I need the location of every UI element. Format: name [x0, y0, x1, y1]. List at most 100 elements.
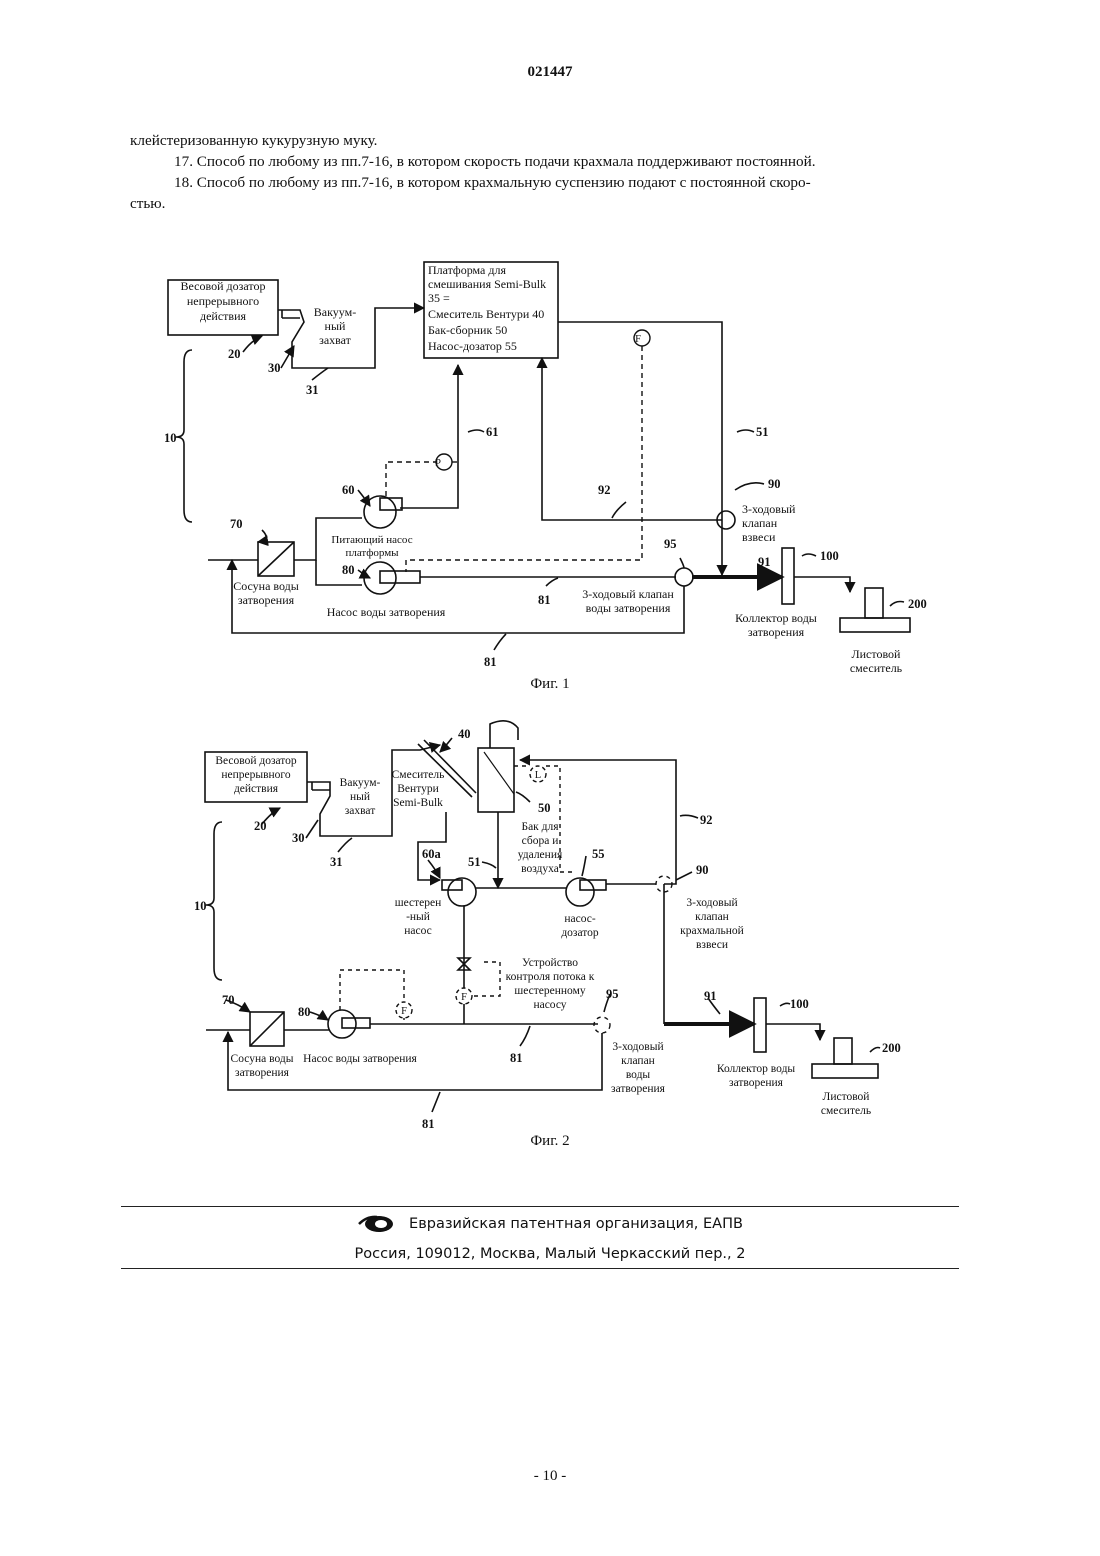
fig2-ref-91: 91: [704, 989, 717, 1003]
fig1-platform-label-4: Смеситель Вентури 40: [428, 307, 544, 321]
document-number: 021447: [0, 64, 1100, 81]
fig1-vessel-label-1: Сосуна воды: [233, 579, 299, 593]
fig2-flowctl-label-3: шестеренному: [514, 985, 585, 997]
fig1-vacuum-label-2: ный: [325, 319, 346, 333]
fig2-dosing-pump-label-2: дозатор: [561, 927, 599, 939]
fig2-venturi-label-2: Вентури: [397, 783, 438, 795]
fig2-valve90-label-2: клапан: [695, 911, 729, 923]
fig1-mixer-label-2: смеситель: [850, 661, 903, 675]
fig1-vacuum-label-3: захват: [319, 333, 352, 347]
fig2-tank-label-4: воздуха: [521, 863, 559, 875]
fig1-ref-90: 90: [768, 477, 781, 491]
fig2-mixer-200: [812, 1064, 878, 1078]
fig1-collector-label-2: затворения: [748, 625, 805, 639]
fig1-ref-70: 70: [230, 517, 243, 531]
fig1-platform-label-5: Бак-сборник 50: [428, 323, 507, 337]
fig2-ref-81-top: 81: [510, 1051, 523, 1065]
fig2-ref-40: 40: [458, 727, 471, 741]
fig1-mixer-200: [840, 618, 910, 632]
fig2-flowctl-label-2: контроля потока к: [506, 971, 595, 983]
fig2-venturi-label-3: Semi-Bulk: [393, 797, 443, 809]
fig2-ref-95: 95: [606, 987, 619, 1001]
fig1-vacuum-label-1: Вакуум-: [314, 305, 356, 319]
fig1-ref-51: 51: [756, 425, 769, 439]
fig1-ref-100: 100: [820, 549, 839, 563]
fig2-water-pump-label: Насос воды затворения: [303, 1053, 417, 1065]
claim-continuation: клейстеризованную кукурузную муку.: [130, 130, 960, 151]
fig2-valve90-label-4: взвеси: [696, 939, 728, 951]
fig2-vessel-label-1: Сосуна воды: [231, 1053, 294, 1065]
fig2-gear-label-2: -ный: [406, 911, 430, 923]
eapo-logo-icon: [357, 1214, 395, 1234]
fig1-mixer-label-1: Листовой: [852, 647, 902, 661]
fig2-mixer-label-1: Листовой: [823, 1091, 870, 1103]
fig2-flow-icon-60a: F: [461, 992, 467, 1003]
page-number: - 10 -: [0, 1468, 1100, 1485]
fig2-valve95-label-3: воды: [626, 1069, 651, 1081]
fig2-ref-10: 10: [194, 899, 207, 913]
fig2-ref-80: 80: [298, 1005, 311, 1019]
fig2-gear-label-3: насос: [404, 925, 432, 937]
fig2-ref-92: 92: [700, 813, 713, 827]
fig1-valve-95: [675, 568, 693, 586]
fig1-dosing-label-3: действия: [200, 309, 247, 323]
fig2-ref-31: 31: [330, 855, 343, 869]
fig2-vessel-label-2: затворения: [235, 1067, 290, 1079]
fig1-ref-200: 200: [908, 597, 927, 611]
fig1-valve90-label-3: взвеси: [742, 530, 776, 544]
claims-text: клейстеризованную кукурузную муку. 17. С…: [130, 130, 960, 214]
fig1-ref-91: 91: [758, 555, 771, 569]
fig1-ref-92: 92: [598, 483, 611, 497]
claim-17: 17. Способ по любому из пп.7-16, в котор…: [130, 151, 960, 172]
fig2-mixer-label-2: смеситель: [821, 1105, 871, 1117]
fig2-ref-51: 51: [468, 855, 481, 869]
fig2-flow-icon-80: F: [401, 1006, 407, 1017]
fig2-ref-90: 90: [696, 863, 709, 877]
fig1-ref-30: 30: [268, 361, 281, 375]
fig2-ref-30: 30: [292, 831, 305, 845]
fig1-collector-100: [782, 548, 794, 604]
fig1-collector-label-1: Коллектор воды: [735, 611, 817, 625]
fig1-water-pump-label: Насос воды затворения: [327, 605, 446, 619]
figure-2-diagram: L F F Весовой дозатор непрерывного дейст…: [0, 715, 1100, 1135]
fig1-dosing-label-2: непрерывного: [187, 294, 259, 308]
fig1-valve90-label-1: 3-ходовый: [742, 502, 796, 516]
fig2-collector-100: [754, 998, 766, 1052]
fig2-dosing-label-2: непрерывного: [221, 769, 291, 781]
fig2-valve90-label-1: 3-ходовый: [686, 897, 737, 909]
fig2-gear-label-1: шестерен: [395, 897, 442, 909]
fig1-flow-icon: F: [635, 334, 641, 345]
fig2-valve95-label-4: затворения: [611, 1083, 666, 1095]
claim-18: 18. Способ по любому из пп.7-16, в котор…: [130, 172, 960, 193]
fig1-valve95-label-1: 3-ходовый клапан: [582, 587, 674, 601]
fig2-venturi-label-1: Смеситель: [392, 769, 445, 781]
footer-rule-top: [121, 1206, 959, 1207]
fig1-vessel-label-2: затворения: [238, 593, 295, 607]
fig1-platform-label-2: смешивания Semi-Bulk: [428, 277, 546, 291]
fig1-ref-20: 20: [228, 347, 241, 361]
fig1-platform-label-3: 35 =: [428, 291, 450, 305]
fig1-ref-61: 61: [486, 425, 499, 439]
fig2-ref-50: 50: [538, 801, 551, 815]
fig1-pressure-icon: P: [435, 458, 441, 469]
fig1-dosing-label-1: Весовой дозатор: [181, 279, 266, 293]
fig2-dosing-label-1: Весовой дозатор: [215, 755, 297, 767]
fig2-tank-label-2: сбора и: [522, 835, 559, 847]
fig1-valve95-label-2: воды затворения: [586, 601, 671, 615]
fig2-valve95-label-2: клапан: [621, 1055, 655, 1067]
footer-address: Россия, 109012, Москва, Малый Черкасский…: [0, 1246, 1100, 1262]
fig2-collector-label-1: Коллектор воды: [717, 1063, 796, 1075]
fig1-ref-95: 95: [664, 537, 677, 551]
fig2-ref-20: 20: [254, 819, 267, 833]
fig1-platform-label-6: Насос-дозатор 55: [428, 339, 517, 353]
fig2-valve90-label-3: крахмальной: [680, 925, 744, 937]
fig2-tank-label-1: Бак для: [521, 821, 559, 833]
fig2-collector-label-2: затворения: [729, 1077, 784, 1089]
fig2-ref-55: 55: [592, 847, 605, 861]
fig2-ref-100: 100: [790, 997, 809, 1011]
fig1-platform-label-1: Платформа для: [428, 263, 506, 277]
fig2-vacuum-label-2: ный: [350, 791, 370, 803]
fig1-feed-pump-label-1: Питающий насос: [331, 534, 412, 546]
claim-18-line1: 18. Способ по любому из пп.7-16, в котор…: [174, 174, 811, 191]
fig2-ref-60a: 60a: [422, 847, 442, 861]
